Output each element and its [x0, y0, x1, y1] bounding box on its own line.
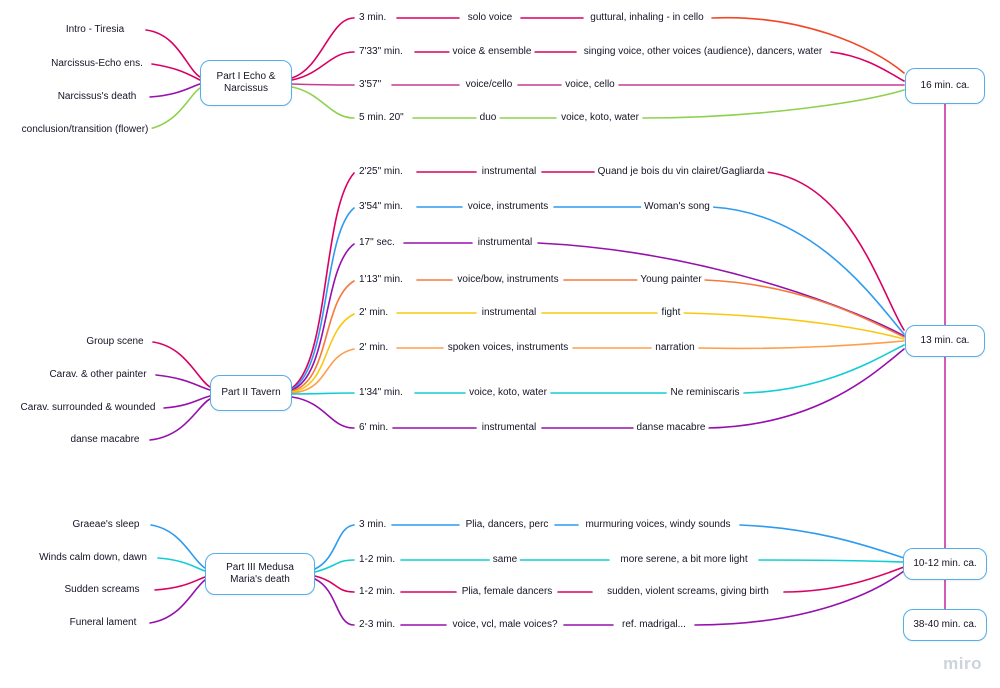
duration-label[interactable]: 1-2 min. — [356, 554, 399, 566]
duration-label[interactable]: 2' min. — [356, 307, 392, 319]
type-label[interactable]: spoken voices, instruments — [444, 342, 572, 354]
type-label[interactable]: instrumental — [478, 422, 540, 434]
desc-label[interactable]: Woman's song — [641, 201, 713, 213]
desc-label[interactable]: more serene, a bit more light — [617, 554, 751, 566]
type-label[interactable]: voice, instruments — [464, 201, 552, 213]
part-node[interactable]: Part III Medusa Maria's death — [205, 553, 315, 595]
desc-label[interactable]: ref. madrigal... — [619, 619, 689, 631]
duration-label[interactable]: 3'57" — [356, 79, 385, 91]
part1-connectors — [142, 16, 905, 131]
scene-label[interactable]: Carav. & other painter — [46, 369, 150, 381]
desc-label[interactable]: singing voice, other voices (audience), … — [580, 46, 826, 58]
duration-label[interactable]: 7'33" min. — [356, 46, 406, 58]
duration-label[interactable]: 6' min. — [356, 422, 392, 434]
duration-label[interactable]: 3 min. — [356, 519, 390, 531]
desc-label[interactable]: voice, cello — [562, 79, 618, 91]
grand-total-node[interactable]: 38-40 min. ca. — [903, 609, 987, 641]
type-label[interactable]: same — [489, 554, 521, 566]
total-node[interactable]: 10-12 min. ca. — [903, 548, 987, 580]
type-label[interactable]: instrumental — [478, 166, 540, 178]
type-label[interactable]: solo voice — [464, 12, 516, 24]
scene-label[interactable]: Narcissus's death — [54, 91, 140, 103]
scene-label[interactable]: Funeral lament — [66, 617, 140, 629]
total-node[interactable]: 13 min. ca. — [905, 325, 985, 357]
desc-label[interactable]: Ne reminiscaris — [667, 387, 743, 399]
desc-label[interactable]: narration — [652, 342, 698, 354]
scene-label[interactable]: Narcissus-Echo ens. — [48, 58, 146, 70]
type-label[interactable]: voice/cello — [462, 79, 516, 91]
desc-label[interactable]: Quand je bois du vin clairet/Gagliarda — [594, 166, 768, 178]
type-label[interactable]: voice, koto, water — [466, 387, 550, 399]
type-label[interactable]: voice, vcl, male voices? — [449, 619, 561, 631]
total-node[interactable]: 16 min. ca. — [905, 68, 985, 104]
scene-label[interactable]: danse macabre — [67, 434, 143, 446]
part-node[interactable]: Part II Tavern — [210, 375, 292, 411]
duration-label[interactable]: 1-2 min. — [356, 586, 399, 598]
type-label[interactable]: voice & ensemble — [449, 46, 535, 58]
part3-connectors — [149, 524, 905, 626]
desc-label[interactable]: fight — [658, 307, 684, 319]
desc-label[interactable]: Young painter — [637, 274, 705, 286]
type-label[interactable]: instrumental — [478, 307, 540, 319]
part2-connectors — [149, 171, 905, 441]
duration-label[interactable]: 17" sec. — [356, 237, 398, 249]
type-label[interactable]: Plia, female dancers — [458, 586, 556, 598]
duration-label[interactable]: 2'25" min. — [356, 166, 406, 178]
scene-label[interactable]: Winds calm down, dawn — [36, 552, 150, 564]
duration-label[interactable]: 5 min. 20" — [356, 112, 407, 124]
duration-label[interactable]: 2-3 min. — [356, 619, 399, 631]
desc-label[interactable]: guttural, inhaling - in cello — [587, 12, 707, 24]
desc-label[interactable]: murmuring voices, windy sounds — [582, 519, 734, 531]
desc-label[interactable]: sudden, violent screams, giving birth — [604, 586, 772, 598]
duration-label[interactable]: 3 min. — [356, 12, 390, 24]
type-label[interactable]: Plia, dancers, perc — [462, 519, 552, 531]
duration-label[interactable]: 1'34" min. — [356, 387, 406, 399]
duration-label[interactable]: 1'13" min. — [356, 274, 406, 286]
scene-label[interactable]: Intro - Tiresia — [62, 24, 128, 36]
type-label[interactable]: voice/bow, instruments — [454, 274, 562, 286]
duration-label[interactable]: 2' min. — [356, 342, 392, 354]
duration-label[interactable]: 3'54" min. — [356, 201, 406, 213]
desc-label[interactable]: danse macabre — [633, 422, 709, 434]
scene-label[interactable]: Carav. surrounded & wounded — [17, 402, 159, 414]
desc-label[interactable]: voice, koto, water — [558, 112, 642, 124]
type-label[interactable]: instrumental — [474, 237, 536, 249]
scene-label[interactable]: Group scene — [83, 336, 147, 348]
scene-label[interactable]: conclusion/transition (flower) — [18, 124, 152, 136]
miro-watermark: miro — [943, 654, 982, 673]
type-label[interactable]: duo — [476, 112, 500, 124]
part-node[interactable]: Part I Echo & Narcissus — [200, 60, 292, 106]
scene-label[interactable]: Sudden screams — [61, 584, 143, 596]
scene-label[interactable]: Graeae's sleep — [69, 519, 143, 531]
